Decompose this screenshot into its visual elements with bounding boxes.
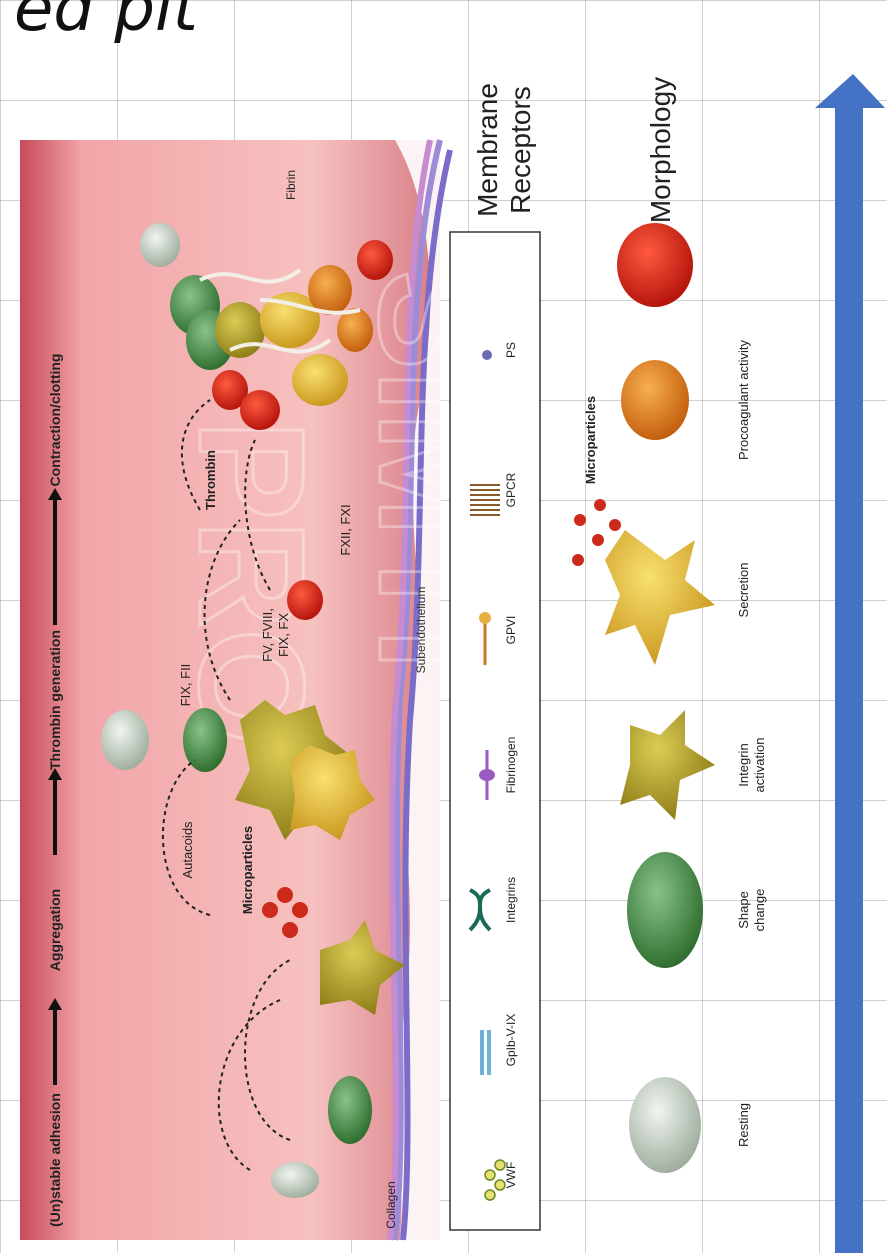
- blue-arrow-up-icon: [815, 74, 885, 1253]
